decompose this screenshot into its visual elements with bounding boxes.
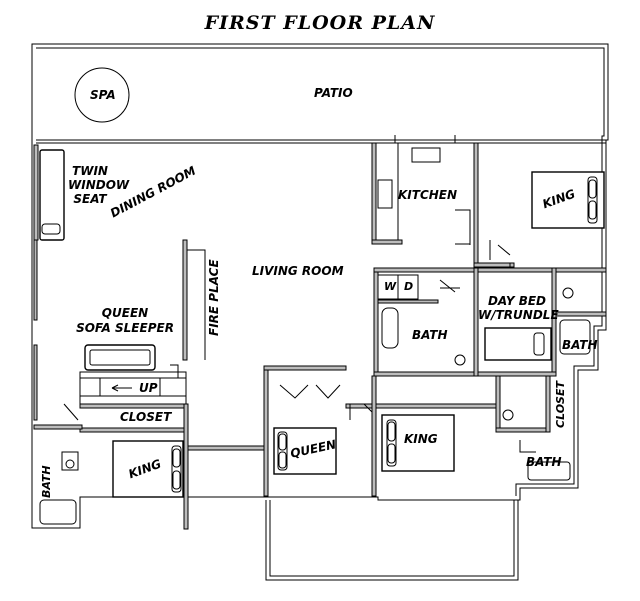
label-queen-sofa-line2: SOFA SLEEPER	[76, 321, 174, 335]
bed-queen	[273, 427, 337, 475]
stairs-closet	[79, 364, 189, 530]
patio-wall	[36, 139, 606, 144]
label-fire-place: FIRE PLACE	[207, 259, 221, 336]
label-day-bed-line2: W/TRUNDLE	[478, 308, 559, 322]
page-title: FIRST FLOOR PLAN	[204, 12, 436, 34]
label-day-bed-line1: DAY BED	[487, 294, 547, 308]
label-stairs-up: UP	[139, 381, 158, 395]
label-bath-lower-right: BATH	[526, 455, 562, 469]
window-seat-wall	[33, 144, 39, 241]
label-bath-center: BATH	[412, 328, 448, 342]
label-twin-window-seat: TWIN WINDOW SEAT	[68, 164, 130, 206]
fireplace	[182, 239, 206, 361]
label-kitchen: KITCHEN	[398, 188, 458, 202]
label-living-room: LIVING ROOM	[252, 264, 344, 278]
label-closet-left: CLOSET	[120, 410, 172, 424]
right-bath-walls	[555, 267, 607, 355]
bed-king-center	[381, 414, 455, 472]
label-queen-sofa: QUEEN SOFA SLEEPER	[60, 306, 190, 336]
kitchen-walls	[371, 135, 471, 245]
outer-wall	[31, 43, 609, 529]
label-bath-right: BATH	[562, 338, 598, 352]
left-bath-walls	[33, 403, 83, 525]
window-seat	[39, 149, 65, 241]
laundry-bath-walls	[373, 267, 479, 377]
bedroom-top-right-walls	[473, 142, 515, 268]
label-twin: TWIN	[72, 164, 108, 178]
day-bed-room-walls	[477, 267, 557, 377]
bed-king-lower-left	[112, 440, 184, 498]
label-dryer: D	[404, 280, 414, 293]
label-bath-left: BATH	[40, 465, 53, 498]
hall-walls	[187, 365, 551, 497]
label-king-center: KING	[404, 432, 438, 446]
label-window: WINDOW	[68, 178, 130, 192]
label-patio: PATIO	[314, 86, 353, 100]
sofa-sleeper	[84, 344, 156, 371]
spa-tub	[74, 67, 130, 123]
label-seat: SEAT	[73, 192, 107, 206]
label-closet-right: CLOSET	[554, 381, 567, 428]
front-deck	[265, 500, 519, 581]
label-washer: W	[384, 280, 397, 293]
label-queen-sofa-line1: QUEEN	[101, 306, 149, 320]
label-spa: SPA	[90, 88, 116, 102]
label-day-bed: DAY BED W/TRUNDLE	[478, 294, 559, 322]
window-seat-cushion	[41, 223, 61, 235]
